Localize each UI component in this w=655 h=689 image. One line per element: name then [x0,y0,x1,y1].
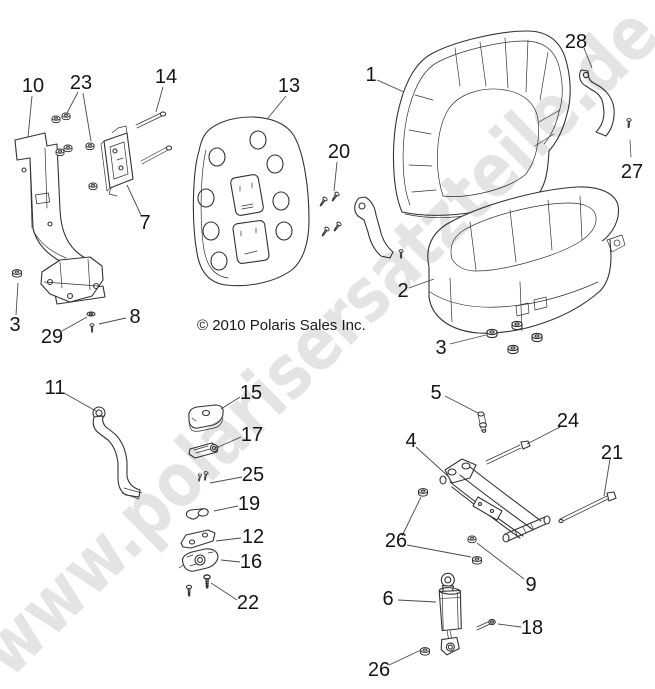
callout-23: 23 [70,72,92,94]
leader [376,79,405,93]
leader [215,436,242,449]
callout-21: 21 [601,442,623,464]
screw-27-drawing [625,117,632,158]
callout-26-upper: 26 [385,530,407,552]
callout-16: 16 [240,551,262,573]
callout-4: 4 [405,430,416,452]
callout-11: 11 [45,377,66,399]
leader [27,95,33,138]
leader [406,544,472,558]
hardware-nuts-drawing [12,112,543,656]
leader [267,95,287,119]
callout-15: 15 [240,382,262,404]
callout-28: 28 [565,31,587,53]
hinge-bracket-drawing [100,125,134,197]
callout-3-left: 3 [9,314,20,336]
shock-absorber-6-drawing [438,572,462,656]
latch-cam-16-drawing [178,548,219,572]
callout-27: 27 [621,161,643,183]
back-plate-drawing [192,116,310,287]
callout-18: 18 [521,617,543,639]
leader [401,496,422,537]
screw-set-22-drawing [185,574,211,597]
leader [476,542,525,580]
pivot-cover-15-drawing [188,404,224,432]
callout-12: 12 [242,526,264,548]
leader [15,282,19,316]
latch-plate-12-drawing [180,529,216,549]
bolt-18-drawing [476,618,496,631]
leader [444,395,479,414]
slide-clip-17-drawing [188,442,219,459]
mount-bolts-drawing [135,111,173,165]
callout-17: 17 [241,424,263,446]
callout-3-right: 3 [435,337,446,359]
leader [397,599,437,603]
leader [61,316,88,332]
leader [388,649,422,666]
latch-lever-11-drawing [92,406,143,500]
callout-9: 9 [525,574,536,596]
leader [209,476,243,484]
callout-10: 10 [22,75,44,97]
callout-22: 22 [237,592,259,614]
callout-5: 5 [430,382,441,404]
wire-clip-19-drawing [185,508,209,520]
callout-29: 29 [41,326,63,348]
callout-6: 6 [382,588,393,610]
leader [63,392,97,412]
leader [415,446,450,478]
leader [210,582,238,601]
leader [98,317,127,325]
leader [215,537,242,542]
leader [449,334,487,345]
callout-2: 2 [397,280,408,302]
callout-labels: 1 2 3 3 4 5 6 7 8 9 10 11 12 13 14 15 16… [9,31,643,681]
seat-mount-bracket-drawing [14,132,106,305]
callout-7: 7 [139,212,150,234]
callout-19: 19 [238,493,260,515]
callout-8: 8 [129,306,140,328]
pivot-shaft-24-drawing [485,440,531,465]
leader [220,396,241,410]
copyright-text: © 2010 Polaris Sales Inc. [197,317,366,334]
pivot-shaft-21-drawing [558,491,617,524]
leader [526,426,561,445]
leader [220,559,241,563]
leader [603,458,611,497]
callout-1: 1 [365,64,376,86]
leader [408,278,435,289]
callout-24: 24 [557,410,579,432]
leader [66,91,79,114]
leader [333,161,338,192]
callout-13: 13 [278,75,300,97]
leader-lines [15,47,611,666]
callout-14: 14 [155,66,177,88]
seat-frame-4-drawing [439,458,551,543]
callout-25: 25 [242,464,264,486]
leader [583,47,593,69]
leader [155,86,164,113]
right-recline-lever-drawing [579,69,615,137]
leader [213,505,239,512]
bumper-bolt-5-drawing [477,411,487,433]
callout-26-lower: 26 [368,659,390,681]
leader [497,623,522,628]
seat-bottom-drawing [427,186,626,334]
left-recline-lever-drawing [354,196,394,259]
callout-20: 20 [328,141,350,163]
leader [82,92,92,142]
leader [126,184,142,216]
